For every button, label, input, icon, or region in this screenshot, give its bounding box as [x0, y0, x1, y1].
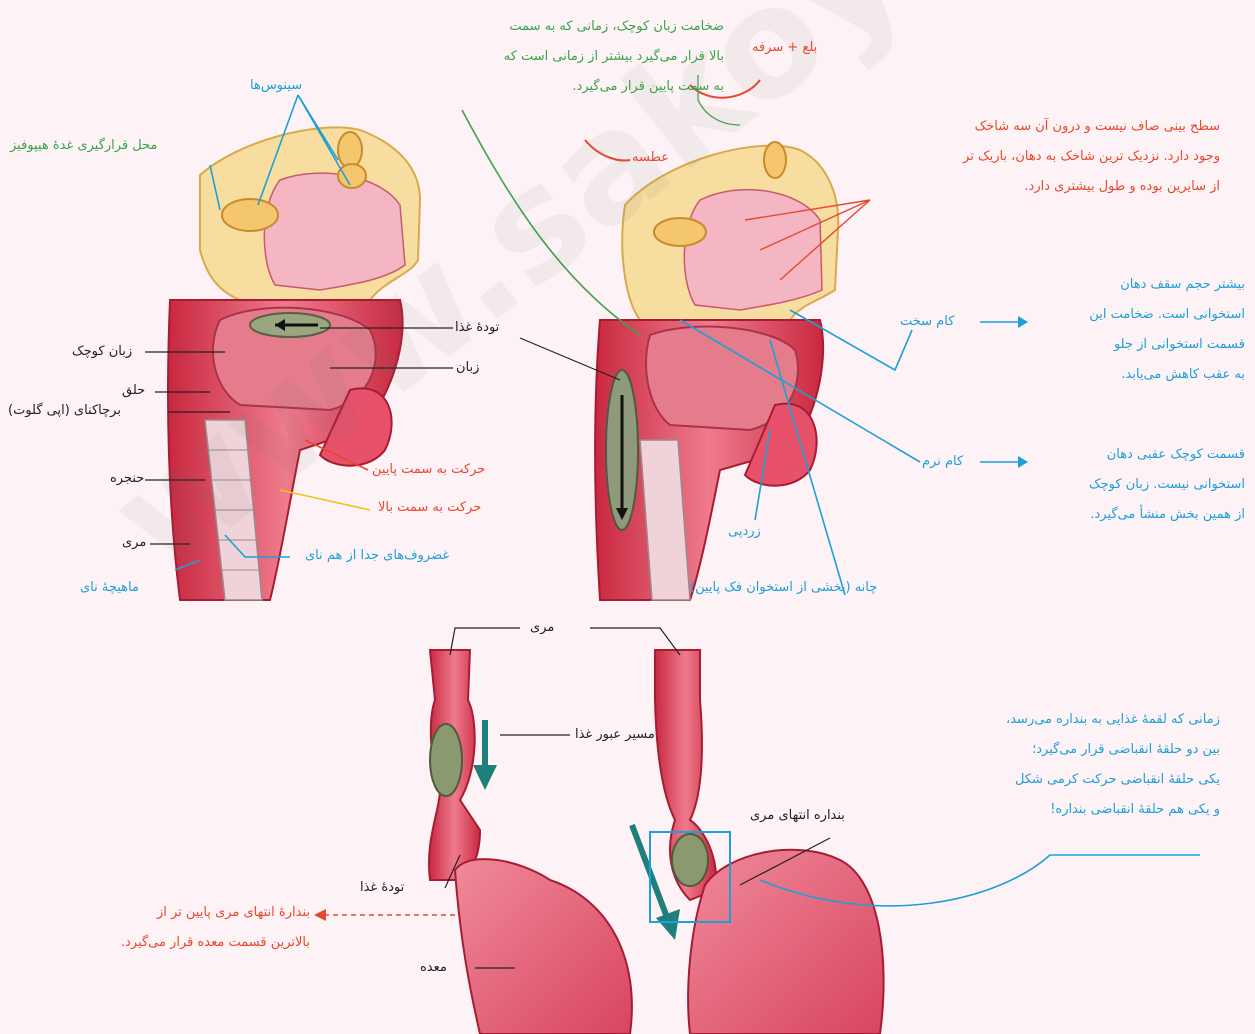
sinus-shape [338, 164, 366, 188]
left-head-section [168, 127, 420, 600]
uvula-thickness-note: ضخامت زبان کوچک، زمانی که به سمت بالا قر… [404, 12, 724, 102]
sinus-shape [222, 199, 278, 231]
sinus-shape [654, 218, 706, 246]
label-esophagus-top: مری [530, 620, 554, 636]
label-soft-palate: کام نرم [922, 454, 963, 470]
label-larynx: حنجره [110, 471, 144, 487]
label-stomach: معده [420, 960, 447, 976]
label-esophagus: مری [122, 535, 146, 551]
label-epiglottis: برچاکنای (اپی گلوت) [8, 403, 121, 419]
label-uvula: زبان کوچک [72, 344, 132, 360]
sinus-shape [764, 142, 786, 178]
label-hard-palate: کام سخت [900, 314, 954, 330]
label-bolus: تودهٔ غذا [455, 320, 499, 336]
label-pituitary-site: محل قرارگیری غدهٔ هیپوفیز [10, 138, 158, 154]
label-trachea-muscle: ماهیچهٔ نای [80, 580, 139, 596]
swallow-cough-label: بلع + سرفه [752, 40, 817, 56]
label-bolus-lower: تودهٔ غذا [360, 880, 404, 896]
sinus-shape [338, 132, 362, 168]
nasal-surface-note: سطح بینی صاف نیست و درون آن سه شاخک وجود… [880, 112, 1220, 202]
label-pharynx: حلق [122, 383, 145, 399]
hard-palate-note: بیشتر حجم سقف دهان استخوانی است. ضخامت ا… [1030, 270, 1245, 390]
label-yellow-bone: زردپی [728, 524, 761, 540]
bolus-lower-right [672, 834, 708, 886]
esophagus-stomach-section [429, 650, 884, 1034]
label-lower-sphincter: بنداره انتهای مری [750, 808, 845, 824]
label-chin: چانه (بخشی از استخوان فک پایین) [690, 580, 877, 596]
label-move-down: حرکت به سمت پایین [372, 462, 485, 478]
label-cartilages: غضروف‌های جدا از هم نای [305, 548, 449, 564]
stomach-position-note: بندارهٔ انتهای مری پایین تر از بالاترین … [40, 898, 310, 958]
label-sinuses: سینوس‌ها [250, 78, 302, 94]
sneeze-label: عطسه [632, 150, 669, 166]
bolus-lower-left [430, 724, 462, 796]
label-tongue: زبان [456, 360, 479, 376]
soft-palate-note: قسمت کوچک عقبی دهان استخوانی نیست. زبان … [1030, 440, 1245, 530]
label-move-up: حرکت به سمت بالا [378, 500, 481, 516]
label-food-path: مسیر عبور غذا [575, 727, 655, 743]
sphincter-note: زمانی که لقمهٔ غذایی به بنداره می‌رسد، ب… [880, 705, 1220, 825]
